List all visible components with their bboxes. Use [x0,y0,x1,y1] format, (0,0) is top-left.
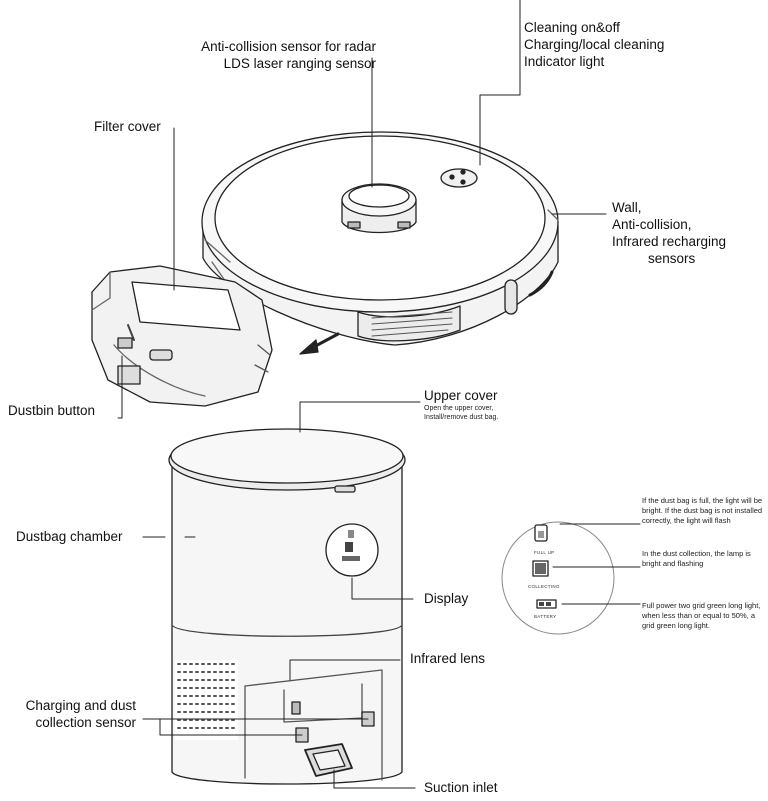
dustbin [91,265,273,407]
charging-sensor-label: Charging and dust collection sensor [25,698,136,730]
wall-sensor-label: Wall, Anti-collision, Infrared rechargin… [612,200,727,266]
robot-vacuum [201,131,559,355]
display-note-full: If the dust bag is full, the light will … [642,496,763,525]
display-icon-full-label: FULL UP [534,550,554,555]
display-note-collecting: In the dust collection, the lamp is brig… [642,549,751,568]
filter-cover-label: Filter cover [94,119,161,134]
display-note-battery: Full power two grid green long light, wh… [642,601,761,630]
indicator-label: Cleaning on&off Charging/local cleaning … [524,20,665,69]
suction-inlet-label: Suction inlet [424,780,498,795]
leader-lines [117,0,641,789]
display-icon-battery-label: BATTERY [534,614,556,619]
base-station [168,428,406,785]
display-label: Display [424,591,469,606]
display-icon-collecting-label: COLLECTING [528,584,560,589]
infrared-lens-label: Infrared lens [410,651,486,666]
dustbag-chamber-label: Dustbag chamber [16,529,123,544]
dustbin-button-label: Dustbin button [8,403,96,418]
display-detail [501,521,615,635]
radar-sensor-label: Anti-collision sensor for radar LDS lase… [201,39,376,71]
upper-cover-label: Upper cover Open the upper cover, Instal… [424,388,499,421]
